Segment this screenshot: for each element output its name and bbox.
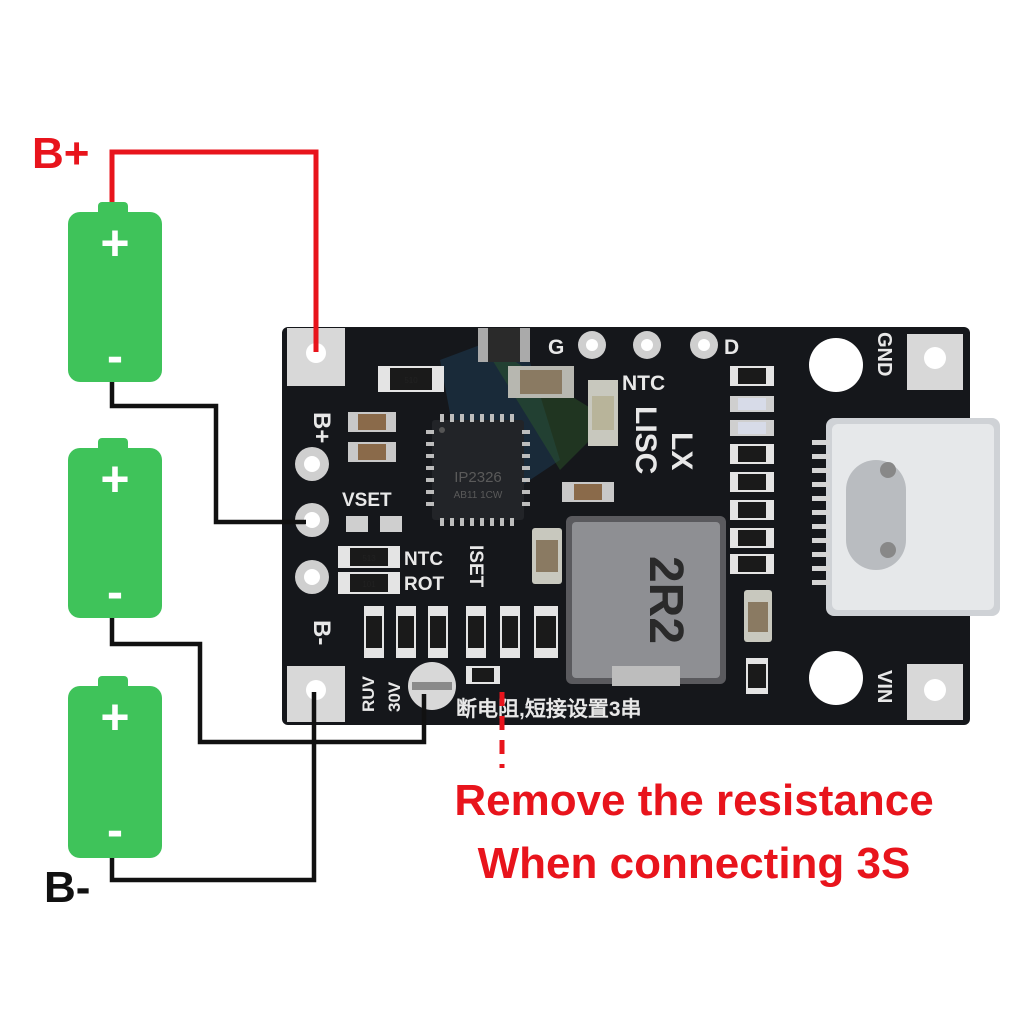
positive-wire: [109, 149, 319, 352]
battery-2-negative-sign: -: [107, 566, 123, 619]
battery-3-negative-sign: -: [107, 804, 123, 857]
battery-3: + -: [68, 676, 162, 858]
pin-label-ruv: RUV: [359, 675, 378, 712]
pin-label-ntc: NTC: [404, 549, 443, 570]
battery-1-positive-sign: +: [100, 215, 129, 271]
pin-label-vin: VIN: [873, 670, 895, 703]
negative-wire: [109, 692, 317, 883]
silkscreen-labels: B+ VSET B- NTC ROT ISET RUV 30V G D NTC …: [308, 332, 895, 721]
mount-pad-top-left: [287, 328, 345, 386]
chip-part: IP2326: [454, 469, 502, 486]
battery-2-positive-sign: +: [100, 451, 129, 507]
smd-components: 510 513 101: [338, 328, 774, 694]
wire-vset: [109, 382, 306, 525]
usb-c-port[interactable]: [812, 418, 1000, 616]
pin-label-b-minus: B-: [308, 620, 335, 645]
pin-label-g: G: [548, 336, 564, 359]
inductor-value: 2R2: [639, 556, 692, 644]
battery-1-negative-sign: -: [107, 330, 123, 383]
mount-pad-bottom-right: [907, 664, 963, 720]
pin-label-vset: VSET: [342, 490, 392, 511]
mount-hole-bottom: [809, 651, 863, 705]
pin-label-d: D: [724, 336, 739, 359]
pin-label-rot: ROT: [404, 574, 445, 595]
battery-1: + -: [68, 202, 162, 383]
battery-3-positive-sign: +: [100, 689, 129, 745]
wire-ruv: [109, 618, 427, 745]
label-b-minus: B-: [44, 863, 90, 912]
svg-text:510: 510: [404, 376, 418, 385]
charger-board: IP2326 AB11 1CW 2R2 510: [282, 327, 1000, 725]
pin-label-iset: ISET: [465, 545, 486, 588]
svg-text:513: 513: [362, 554, 376, 563]
pin-label-gnd: GND: [873, 332, 895, 376]
top-pins: [578, 331, 718, 359]
brand-lisc: LISC: [629, 406, 662, 474]
left-pins: [295, 447, 329, 594]
inductor: 2R2: [566, 516, 726, 686]
solder-jumper: [408, 662, 456, 710]
note-line-2: When connecting 3S: [478, 839, 911, 888]
mount-pad-top-right: [907, 334, 963, 390]
pin-label-30v: 30V: [385, 681, 404, 712]
pin-label-ntc-top: NTC: [622, 372, 665, 395]
svg-text:101: 101: [362, 580, 376, 589]
mount-hole-top: [809, 338, 863, 392]
chinese-note: 断电阻,短接设置3串: [456, 697, 642, 721]
pin-label-b-plus: B+: [308, 412, 335, 443]
chip-lot: AB11 1CW: [454, 490, 503, 501]
label-b-plus: B+: [32, 129, 89, 178]
wires: [109, 149, 505, 883]
brand-lx: LX: [665, 432, 698, 470]
battery-2: + -: [68, 438, 162, 619]
note-line-1: Remove the resistance: [454, 776, 933, 825]
ic-chip: IP2326 AB11 1CW: [426, 414, 530, 526]
